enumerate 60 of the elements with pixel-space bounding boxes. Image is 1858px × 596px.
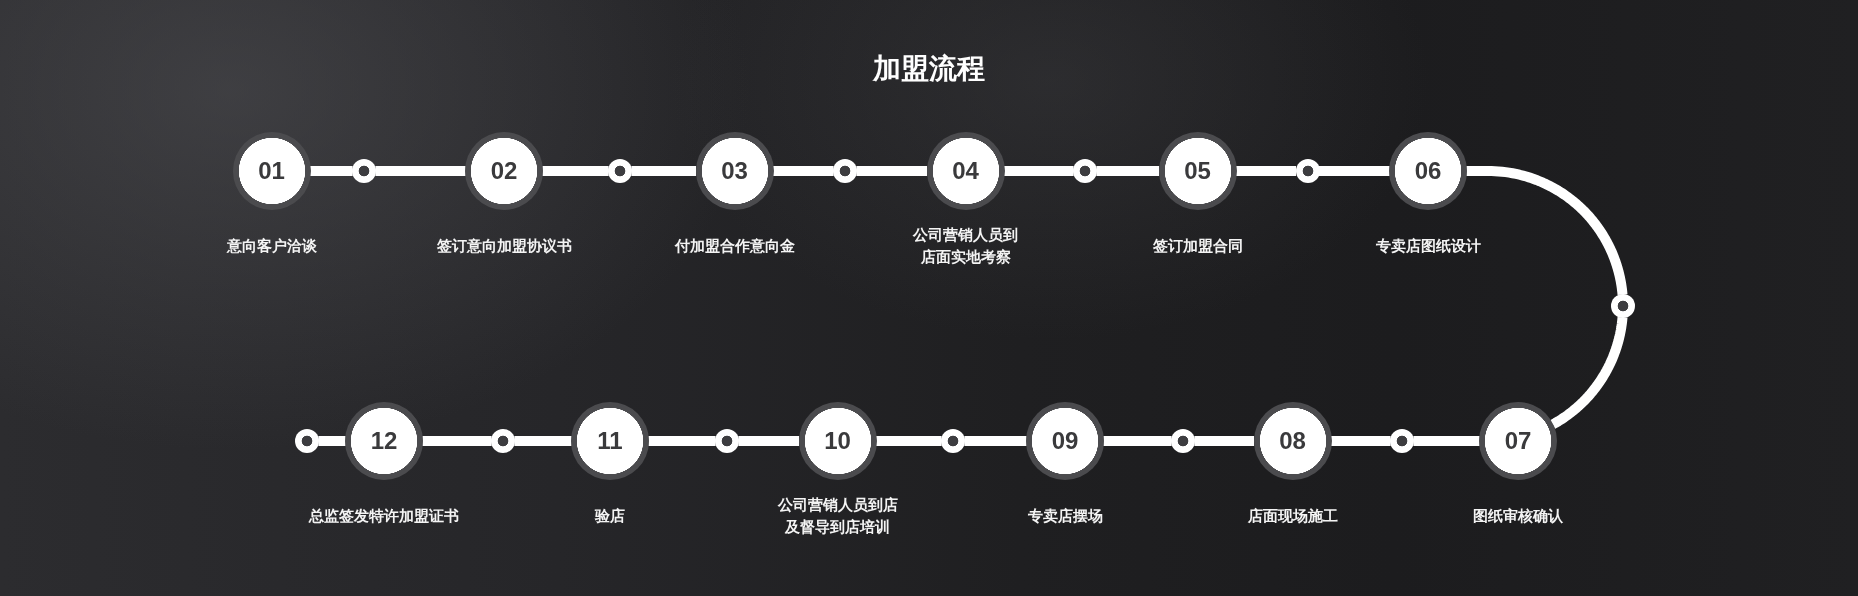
step-number: 11 [597, 429, 623, 453]
junction-dot [1171, 429, 1195, 453]
connector-line [1096, 166, 1160, 176]
end-dot [295, 429, 319, 453]
step-number: 12 [370, 429, 398, 453]
step-number: 08 [1279, 429, 1306, 453]
step-label: 付加盟合作意向金 [674, 235, 795, 257]
connector-line [1550, 315, 1628, 429]
step-label: 意向客户洽谈 [226, 235, 317, 257]
step-label: 图纸审核确认 [1473, 505, 1563, 527]
connector-line [1103, 436, 1172, 446]
connector-line [1003, 166, 1074, 176]
connector-line [772, 166, 834, 176]
junction-dot [1390, 429, 1414, 453]
junction-dot [833, 159, 857, 183]
junction-dot [941, 429, 965, 453]
connector-line [648, 436, 716, 446]
connector-line [1194, 436, 1255, 446]
step-label: 验店 [595, 505, 625, 527]
connector-line [875, 436, 942, 446]
step-number: 06 [1414, 159, 1442, 183]
step-number: 05 [1184, 159, 1211, 183]
junction-dot [491, 429, 515, 453]
junction-dot [1073, 159, 1097, 183]
step-label: 签订加盟合同 [1152, 235, 1243, 257]
connector-line [1466, 166, 1628, 297]
step-label: 专卖店摆场 [1027, 505, 1103, 527]
connector-line [738, 436, 800, 446]
step-label: 公司营销人员到店面实地考察 [911, 224, 1019, 268]
step-label: 总监签发特许加盟证书 [309, 505, 459, 527]
connector-line [1235, 166, 1297, 176]
step-number: 03 [721, 159, 748, 183]
step-number: 10 [824, 429, 851, 453]
step-label: 公司营销人员到店及督导到店培训 [776, 494, 899, 538]
connector-line [631, 166, 697, 176]
connector-line [856, 166, 928, 176]
junction-dot [352, 159, 376, 183]
connector-line [375, 166, 466, 176]
step-number: 02 [490, 159, 518, 183]
step-label: 专卖店图纸设计 [1375, 235, 1481, 257]
connector-line [1330, 436, 1391, 446]
connector-line [422, 436, 492, 446]
step-label: 签订意向加盟协议书 [436, 235, 572, 257]
step-label: 店面现场施工 [1247, 505, 1338, 527]
step-number: 07 [1504, 429, 1532, 453]
title: 加盟流程 [873, 52, 985, 86]
junction-dot [608, 159, 632, 183]
step-number: 01 [258, 159, 285, 183]
step-number: 04 [952, 159, 979, 183]
step-number: 09 [1051, 429, 1079, 453]
connector-line [1318, 166, 1390, 176]
connector-line [1413, 436, 1480, 446]
connector-line [514, 436, 572, 446]
junction-dot [1295, 159, 1320, 183]
connector-line [542, 166, 609, 176]
connector-line [309, 166, 353, 176]
junction-dot [715, 429, 739, 453]
connector-line [964, 436, 1027, 446]
connector-line [318, 436, 346, 446]
junction-dot [1611, 294, 1635, 318]
